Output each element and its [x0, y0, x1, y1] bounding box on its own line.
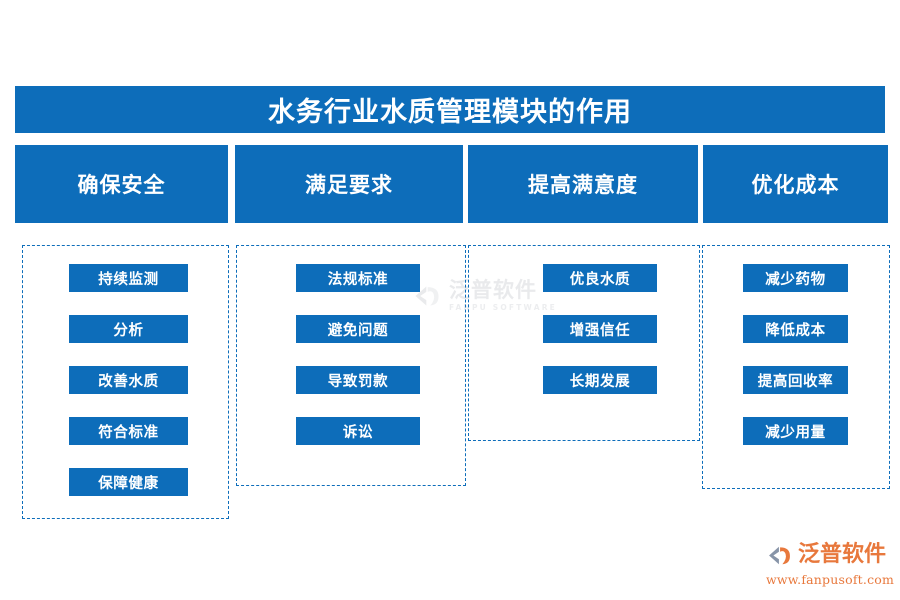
category-header-label-1: 满足要求	[305, 173, 393, 197]
category-header-2[interactable]: 提高满意度	[468, 145, 698, 223]
column-container-3	[702, 245, 890, 489]
item-label-0-2: 改善水质	[98, 373, 159, 390]
column-container-2	[468, 245, 700, 441]
item-pill-1-3[interactable]: 诉讼	[296, 417, 420, 445]
item-pill-0-3[interactable]: 符合标准	[69, 417, 188, 445]
brand-logo-cn-text: 泛普软件	[798, 542, 887, 567]
column-container-1	[236, 245, 466, 486]
item-label-1-3: 诉讼	[342, 424, 374, 441]
fanpu-logo-icon	[769, 546, 790, 564]
item-pill-3-2[interactable]: 提高回收率	[743, 366, 848, 394]
item-label-0-4: 保障健康	[98, 475, 159, 492]
item-pill-2-2[interactable]: 长期发展	[543, 366, 657, 394]
item-pill-1-0[interactable]: 法规标准	[296, 264, 420, 292]
item-pill-0-0[interactable]: 持续监测	[69, 264, 188, 292]
item-label-3-3: 减少用量	[765, 424, 826, 441]
item-pill-3-0[interactable]: 减少药物	[743, 264, 848, 292]
category-header-1[interactable]: 满足要求	[235, 145, 463, 223]
item-label-1-2: 导致罚款	[327, 373, 389, 390]
item-label-0-0: 持续监测	[98, 271, 159, 288]
item-pill-0-2[interactable]: 改善水质	[69, 366, 188, 394]
brand-logo: 泛普软件 www.fanpusoft.com	[765, 540, 895, 590]
item-pill-0-1[interactable]: 分析	[69, 315, 188, 343]
item-label-2-0: 优良水质	[569, 271, 631, 288]
item-label-2-2: 长期发展	[569, 373, 631, 390]
item-pill-1-1[interactable]: 避免问题	[296, 315, 420, 343]
item-label-3-2: 提高回收率	[757, 373, 834, 390]
column-container-0	[22, 245, 229, 519]
item-pill-3-3[interactable]: 减少用量	[743, 417, 848, 445]
category-header-label-0: 确保安全	[77, 173, 166, 197]
category-header-label-3: 优化成本	[751, 173, 840, 197]
item-pill-2-0[interactable]: 优良水质	[543, 264, 657, 292]
item-pill-2-1[interactable]: 增强信任	[543, 315, 657, 343]
item-label-3-1: 降低成本	[765, 322, 826, 339]
category-header-row: 确保安全 满足要求 提高满意度 优化成本	[15, 145, 888, 223]
item-label-1-1: 避免问题	[327, 322, 389, 339]
page-title: 水务行业水质管理模块的作用	[268, 97, 632, 128]
item-label-0-3: 符合标准	[98, 424, 159, 441]
item-label-1-0: 法规标准	[327, 271, 389, 288]
item-pill-1-2[interactable]: 导致罚款	[296, 366, 420, 394]
item-label-2-1: 增强信任	[569, 322, 631, 339]
category-header-label-2: 提高满意度	[528, 173, 638, 197]
category-header-3[interactable]: 优化成本	[703, 145, 888, 223]
item-label-3-0: 减少药物	[765, 271, 826, 288]
main-title-bar: 水务行业水质管理模块的作用	[15, 86, 885, 133]
brand-logo-top: 泛普软件	[765, 540, 895, 570]
brand-logo-url: www.fanpusoft.com	[765, 572, 895, 587]
item-pill-3-1[interactable]: 降低成本	[743, 315, 848, 343]
category-header-0[interactable]: 确保安全	[15, 145, 228, 223]
item-pill-0-4[interactable]: 保障健康	[69, 468, 188, 496]
item-label-0-1: 分析	[113, 322, 144, 339]
